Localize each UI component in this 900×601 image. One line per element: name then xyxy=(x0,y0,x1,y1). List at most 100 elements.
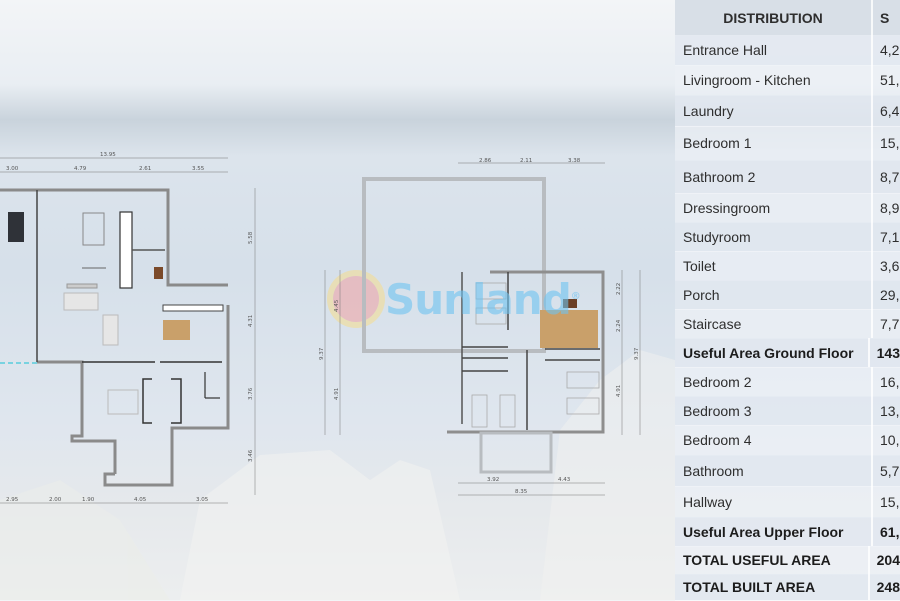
dim-gf-top: 3.55 xyxy=(192,166,205,172)
row-value: 8,9 xyxy=(880,199,900,216)
row-label: Entrance Hall xyxy=(675,35,873,65)
ground-floor-plan xyxy=(0,188,230,487)
ground-floor-footprint-ghost xyxy=(362,177,546,353)
dim-gf-right: 5.58 xyxy=(248,231,254,244)
row-value: 6,4 xyxy=(880,102,900,119)
ground-dimension-lines xyxy=(0,157,256,504)
row-value: 4,2 xyxy=(880,42,900,58)
row-label: Laundry xyxy=(675,95,873,126)
upper-floor-plan xyxy=(362,177,605,474)
upper-dimension-lines xyxy=(324,162,641,496)
row-label: Livingroom - Kitchen xyxy=(675,65,873,95)
table-row: Bedroom 3 13, xyxy=(675,396,900,426)
dim-gf-top: 3.00 xyxy=(6,166,19,172)
row-label: Bedroom 4 xyxy=(675,425,873,455)
balcony xyxy=(479,431,553,474)
row-value: 61, xyxy=(880,523,900,540)
dim-gf-bottom: 1.90 xyxy=(82,497,95,503)
table-row: Laundry 6,4 xyxy=(675,95,900,127)
dim-gf-top: 4.79 xyxy=(74,166,87,172)
table-row: Dressingroom 8,9 xyxy=(675,193,900,223)
table-row: Porch 29, xyxy=(675,280,900,310)
dim-gf-bottom: 2.00 xyxy=(49,497,62,503)
header-distribution: DISTRIBUTION xyxy=(675,0,873,35)
dim-uf-top: 3.38 xyxy=(568,158,581,164)
dim-uf-right: 2.24 xyxy=(616,319,622,332)
dim-uf-right-total: 9.37 xyxy=(634,347,640,360)
dim-uf-right: 2.22 xyxy=(616,283,622,295)
row-label: Bathroom xyxy=(675,455,873,486)
row-label: Toilet xyxy=(675,251,873,280)
ground-floor-south-wall xyxy=(37,360,117,474)
dim-uf-left-total: 9.37 xyxy=(319,347,325,360)
row-value: 15, xyxy=(880,493,900,510)
row-value: 16, xyxy=(880,373,900,390)
dim-uf-top: 2.11 xyxy=(520,158,532,164)
row-value: 29, xyxy=(880,286,900,303)
staircase-upper xyxy=(540,310,598,348)
row-value: 248 xyxy=(876,579,900,595)
row-value: 7,1 xyxy=(880,228,900,245)
sunland-logo-icon xyxy=(333,276,379,322)
dining-table-icon xyxy=(8,212,24,242)
table-row: Useful Area Ground Floor 143 xyxy=(675,338,900,368)
staircase-ground xyxy=(163,320,190,340)
table-row: Useful Area Upper Floor 61, xyxy=(675,517,900,547)
table-row: Hallway 15, xyxy=(675,486,900,518)
table-row: Entrance Hall 4,2 xyxy=(675,35,900,66)
dim-uf-top: 2.86 xyxy=(479,158,492,164)
dim-gf-bottom: 4.05 xyxy=(134,497,147,503)
dim-uf-left: 4.45 xyxy=(334,299,340,312)
dim-gf-bottom: 2.95 xyxy=(6,497,19,503)
ground-floor-outer-wall xyxy=(0,188,228,287)
fireplace-icon xyxy=(154,267,163,279)
row-label: Dressingroom xyxy=(675,193,873,222)
dim-uf-bottom: 4.43 xyxy=(558,477,571,483)
dim-gf-bottom: 3.05 xyxy=(196,497,209,503)
table-row: Toilet 3,6 xyxy=(675,251,900,281)
row-label: Bedroom 3 xyxy=(675,396,873,425)
dim-gf-right: 3.46 xyxy=(248,449,254,462)
row-label: Studyroom xyxy=(675,222,873,251)
dim-uf-right: 4.91 xyxy=(616,385,622,397)
sunland-watermark: Sunland® xyxy=(385,275,581,324)
desk-icon xyxy=(563,299,577,308)
rock-background xyxy=(0,350,675,600)
row-value: 10, xyxy=(880,432,900,448)
row-label: Bedroom 2 xyxy=(675,367,873,396)
row-value: 15, xyxy=(880,135,900,151)
row-value: 8,7 xyxy=(880,168,900,185)
table-row: Bedroom 4 10, xyxy=(675,425,900,456)
ground-floor-east-wall xyxy=(103,305,230,487)
dim-gf-top: 2.61 xyxy=(139,166,151,172)
table-row: Bedroom 1 15, xyxy=(675,126,900,161)
row-value: 3,6 xyxy=(880,257,900,274)
dim-uf-bottom-total: 8.35 xyxy=(515,489,528,495)
dim-uf-left: 4.91 xyxy=(334,388,340,400)
table-row: TOTAL BUILT AREA 248 xyxy=(675,574,900,601)
row-label: TOTAL BUILT AREA xyxy=(675,574,870,600)
row-label: Bedroom 1 xyxy=(675,126,873,160)
table-header: DISTRIBUTION S xyxy=(675,0,900,36)
row-label: Staircase xyxy=(675,309,873,338)
row-label: TOTAL USEFUL AREA xyxy=(675,546,870,574)
row-value: 143 xyxy=(876,344,900,361)
dim-uf-bottom: 3.92 xyxy=(487,477,499,483)
floor-plans: 13.95 3.00 4.79 2.61 3.55 5.58 4.31 3.76… xyxy=(0,152,675,600)
row-label: Porch xyxy=(675,280,873,309)
row-label: Useful Area Upper Floor xyxy=(675,517,873,546)
watermark-text: Sunland xyxy=(385,275,572,324)
row-label: Hallway xyxy=(675,486,873,517)
dim-gf-right: 4.31 xyxy=(248,315,254,327)
table-row: Studyroom 7,1 xyxy=(675,222,900,252)
row-value: 13, xyxy=(880,402,900,419)
header-surface: S xyxy=(880,9,890,26)
table-row: Bedroom 2 16, xyxy=(675,367,900,397)
row-value: 7,7 xyxy=(880,315,900,332)
row-label: Useful Area Ground Floor xyxy=(675,338,870,367)
